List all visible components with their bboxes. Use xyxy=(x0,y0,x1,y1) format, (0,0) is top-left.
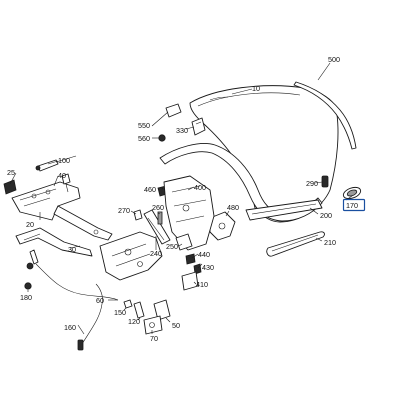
label-100[interactable]: 100 xyxy=(58,156,70,165)
mechanism-assembly[interactable] xyxy=(99,231,163,281)
grommet-part-180[interactable] xyxy=(24,282,32,290)
bumper-part-550[interactable] xyxy=(165,103,182,118)
label-150[interactable]: 150 xyxy=(114,308,126,317)
gas-strut-part-100[interactable] xyxy=(35,155,77,172)
label-250[interactable]: 250 xyxy=(166,242,178,251)
leader-lines xyxy=(9,62,353,335)
panel-part-400[interactable] xyxy=(163,175,215,251)
label-50[interactable]: 50 xyxy=(172,321,180,330)
bracket-part-25[interactable] xyxy=(3,179,17,195)
label-480[interactable]: 480 xyxy=(227,203,239,212)
label-440[interactable]: 440 xyxy=(198,250,210,259)
linkage-part-30[interactable] xyxy=(15,205,113,257)
rubber-stop-part-290[interactable] xyxy=(321,175,329,188)
nut-part-70[interactable] xyxy=(143,315,163,335)
screw-part-20[interactable] xyxy=(61,173,71,193)
hinge-strip-part-210[interactable] xyxy=(266,231,325,257)
block-part-410[interactable] xyxy=(181,271,199,291)
label-180[interactable]: 180 xyxy=(20,293,32,302)
pin-part-260[interactable] xyxy=(157,211,163,225)
label-550[interactable]: 550 xyxy=(138,121,150,130)
release-cable-part-160[interactable] xyxy=(77,283,103,351)
latch-bracket-part-480[interactable] xyxy=(209,211,236,241)
label-10[interactable]: 10 xyxy=(252,84,260,93)
label-560[interactable]: 560 xyxy=(138,134,150,143)
label-120[interactable]: 120 xyxy=(128,317,140,326)
part-labels: 10 500 550 560 330 100 25 40 20 460 400 … xyxy=(7,55,358,343)
label-170[interactable]: 170 xyxy=(346,201,358,210)
label-410[interactable]: 410 xyxy=(196,280,208,289)
label-30[interactable]: 30 xyxy=(68,245,76,254)
spoiler-part-500[interactable] xyxy=(293,81,357,150)
highlight-box-170 xyxy=(342,198,366,212)
lid-frame-part-200[interactable] xyxy=(159,143,323,222)
spring-part-120[interactable] xyxy=(133,301,145,319)
emblem-part-170[interactable] xyxy=(342,185,362,201)
label-210[interactable]: 210 xyxy=(324,238,336,247)
label-460[interactable]: 460 xyxy=(144,185,156,194)
label-270[interactable]: 270 xyxy=(118,206,130,215)
label-290[interactable]: 290 xyxy=(306,179,318,188)
label-20[interactable]: 20 xyxy=(26,220,34,229)
clip-part-150[interactable] xyxy=(123,299,133,309)
label-160[interactable]: 160 xyxy=(64,323,76,332)
bolt-part-440[interactable] xyxy=(185,253,196,265)
bracket-part-250[interactable] xyxy=(175,233,193,251)
label-330[interactable]: 330 xyxy=(176,126,188,135)
label-60[interactable]: 60 xyxy=(96,296,104,305)
label-260[interactable]: 260 xyxy=(152,203,164,212)
label-70[interactable]: 70 xyxy=(150,334,158,343)
cable-part-60[interactable] xyxy=(26,249,119,301)
label-500[interactable]: 500 xyxy=(328,55,340,64)
label-200[interactable]: 200 xyxy=(320,211,332,220)
buffer-part-330[interactable] xyxy=(191,117,206,136)
label-40[interactable]: 40 xyxy=(58,171,66,180)
label-400[interactable]: 400 xyxy=(194,183,206,192)
hinge-part-40[interactable] xyxy=(11,181,81,221)
label-430[interactable]: 430 xyxy=(202,263,214,272)
bracket-part-50[interactable] xyxy=(153,299,171,321)
label-25[interactable]: 25 xyxy=(7,168,15,177)
actuator-part-240[interactable] xyxy=(143,209,171,245)
label-240[interactable]: 240 xyxy=(150,249,162,258)
clip-part-270[interactable] xyxy=(133,209,143,221)
